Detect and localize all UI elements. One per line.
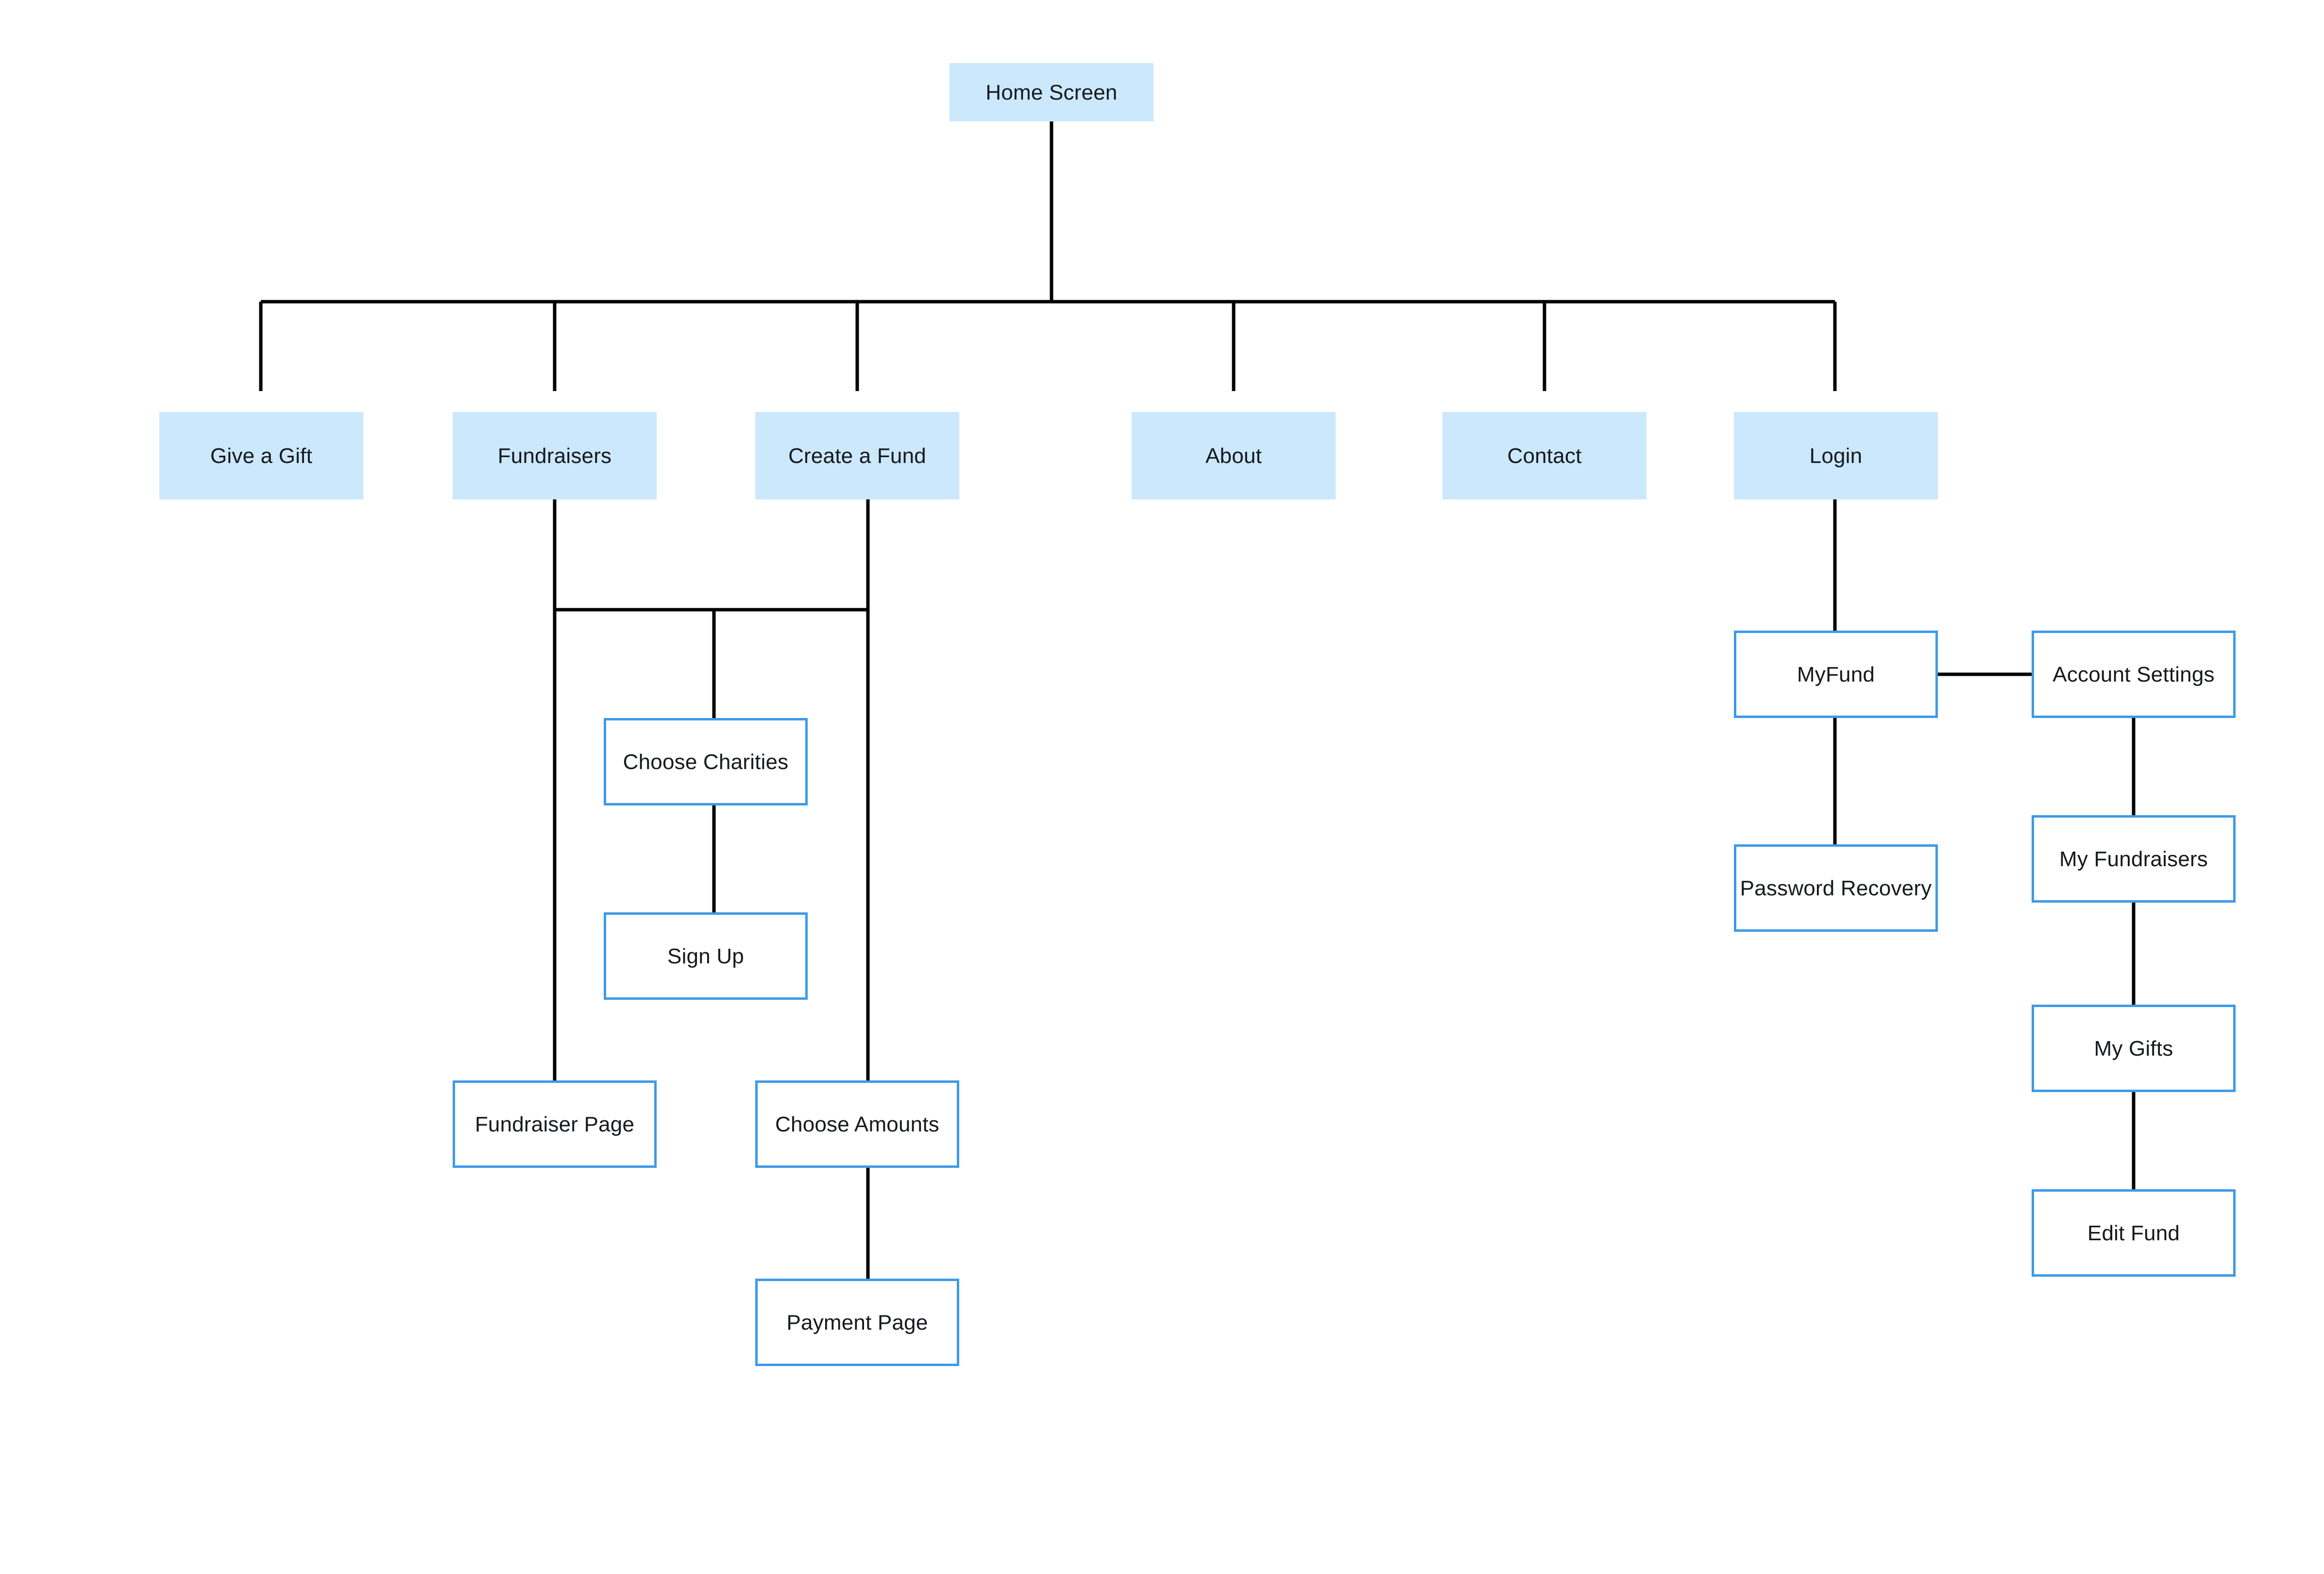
- node-create-a-fund[interactable]: Create a Fund: [755, 412, 959, 499]
- node-my-gifts[interactable]: My Gifts: [2032, 1005, 2236, 1092]
- node-label-payment-page: Payment Page: [786, 1310, 928, 1334]
- node-label-sign-up: Sign Up: [667, 944, 744, 968]
- node-label-my-fundraisers: My Fundraisers: [2059, 847, 2208, 871]
- node-label-choose-charities: Choose Charities: [623, 750, 789, 774]
- node-edit-fund[interactable]: Edit Fund: [2032, 1189, 2236, 1277]
- node-label-about: About: [1205, 444, 1262, 468]
- node-label-myfund: MyFund: [1797, 662, 1875, 686]
- node-label-create-a-fund: Create a Fund: [788, 444, 926, 468]
- node-choose-charities[interactable]: Choose Charities: [604, 718, 808, 805]
- node-payment-page[interactable]: Payment Page: [755, 1279, 959, 1366]
- node-label-account-settings: Account Settings: [2053, 662, 2215, 686]
- node-home-screen[interactable]: Home Screen: [950, 63, 1154, 121]
- node-give-a-gift[interactable]: Give a Gift: [159, 412, 363, 499]
- node-label-give-a-gift: Give a Gift: [210, 444, 313, 468]
- node-about[interactable]: About: [1132, 412, 1336, 499]
- node-label-choose-amounts: Choose Amounts: [775, 1112, 939, 1136]
- node-label-fundraisers: Fundraisers: [497, 444, 612, 468]
- node-contact[interactable]: Contact: [1442, 412, 1646, 499]
- node-label-edit-fund: Edit Fund: [2087, 1221, 2180, 1245]
- node-choose-amounts[interactable]: Choose Amounts: [755, 1080, 959, 1168]
- node-fundraisers[interactable]: Fundraisers: [453, 412, 657, 499]
- node-login[interactable]: Login: [1734, 412, 1938, 499]
- node-label-home-screen: Home Screen: [985, 80, 1118, 104]
- node-sign-up[interactable]: Sign Up: [604, 912, 808, 1000]
- node-label-fundraiser-page: Fundraiser Page: [475, 1112, 635, 1136]
- node-label-my-gifts: My Gifts: [2094, 1036, 2173, 1061]
- node-label-password-recovery: Password Recovery: [1740, 876, 1932, 900]
- node-my-fundraisers[interactable]: My Fundraisers: [2032, 815, 2236, 903]
- node-password-recovery[interactable]: Password Recovery: [1734, 844, 1938, 932]
- node-myfund[interactable]: MyFund: [1734, 631, 1938, 718]
- node-label-contact: Contact: [1507, 444, 1582, 468]
- node-account-settings[interactable]: Account Settings: [2032, 631, 2236, 718]
- node-fundraiser-page[interactable]: Fundraiser Page: [453, 1080, 657, 1168]
- node-label-login: Login: [1809, 444, 1863, 468]
